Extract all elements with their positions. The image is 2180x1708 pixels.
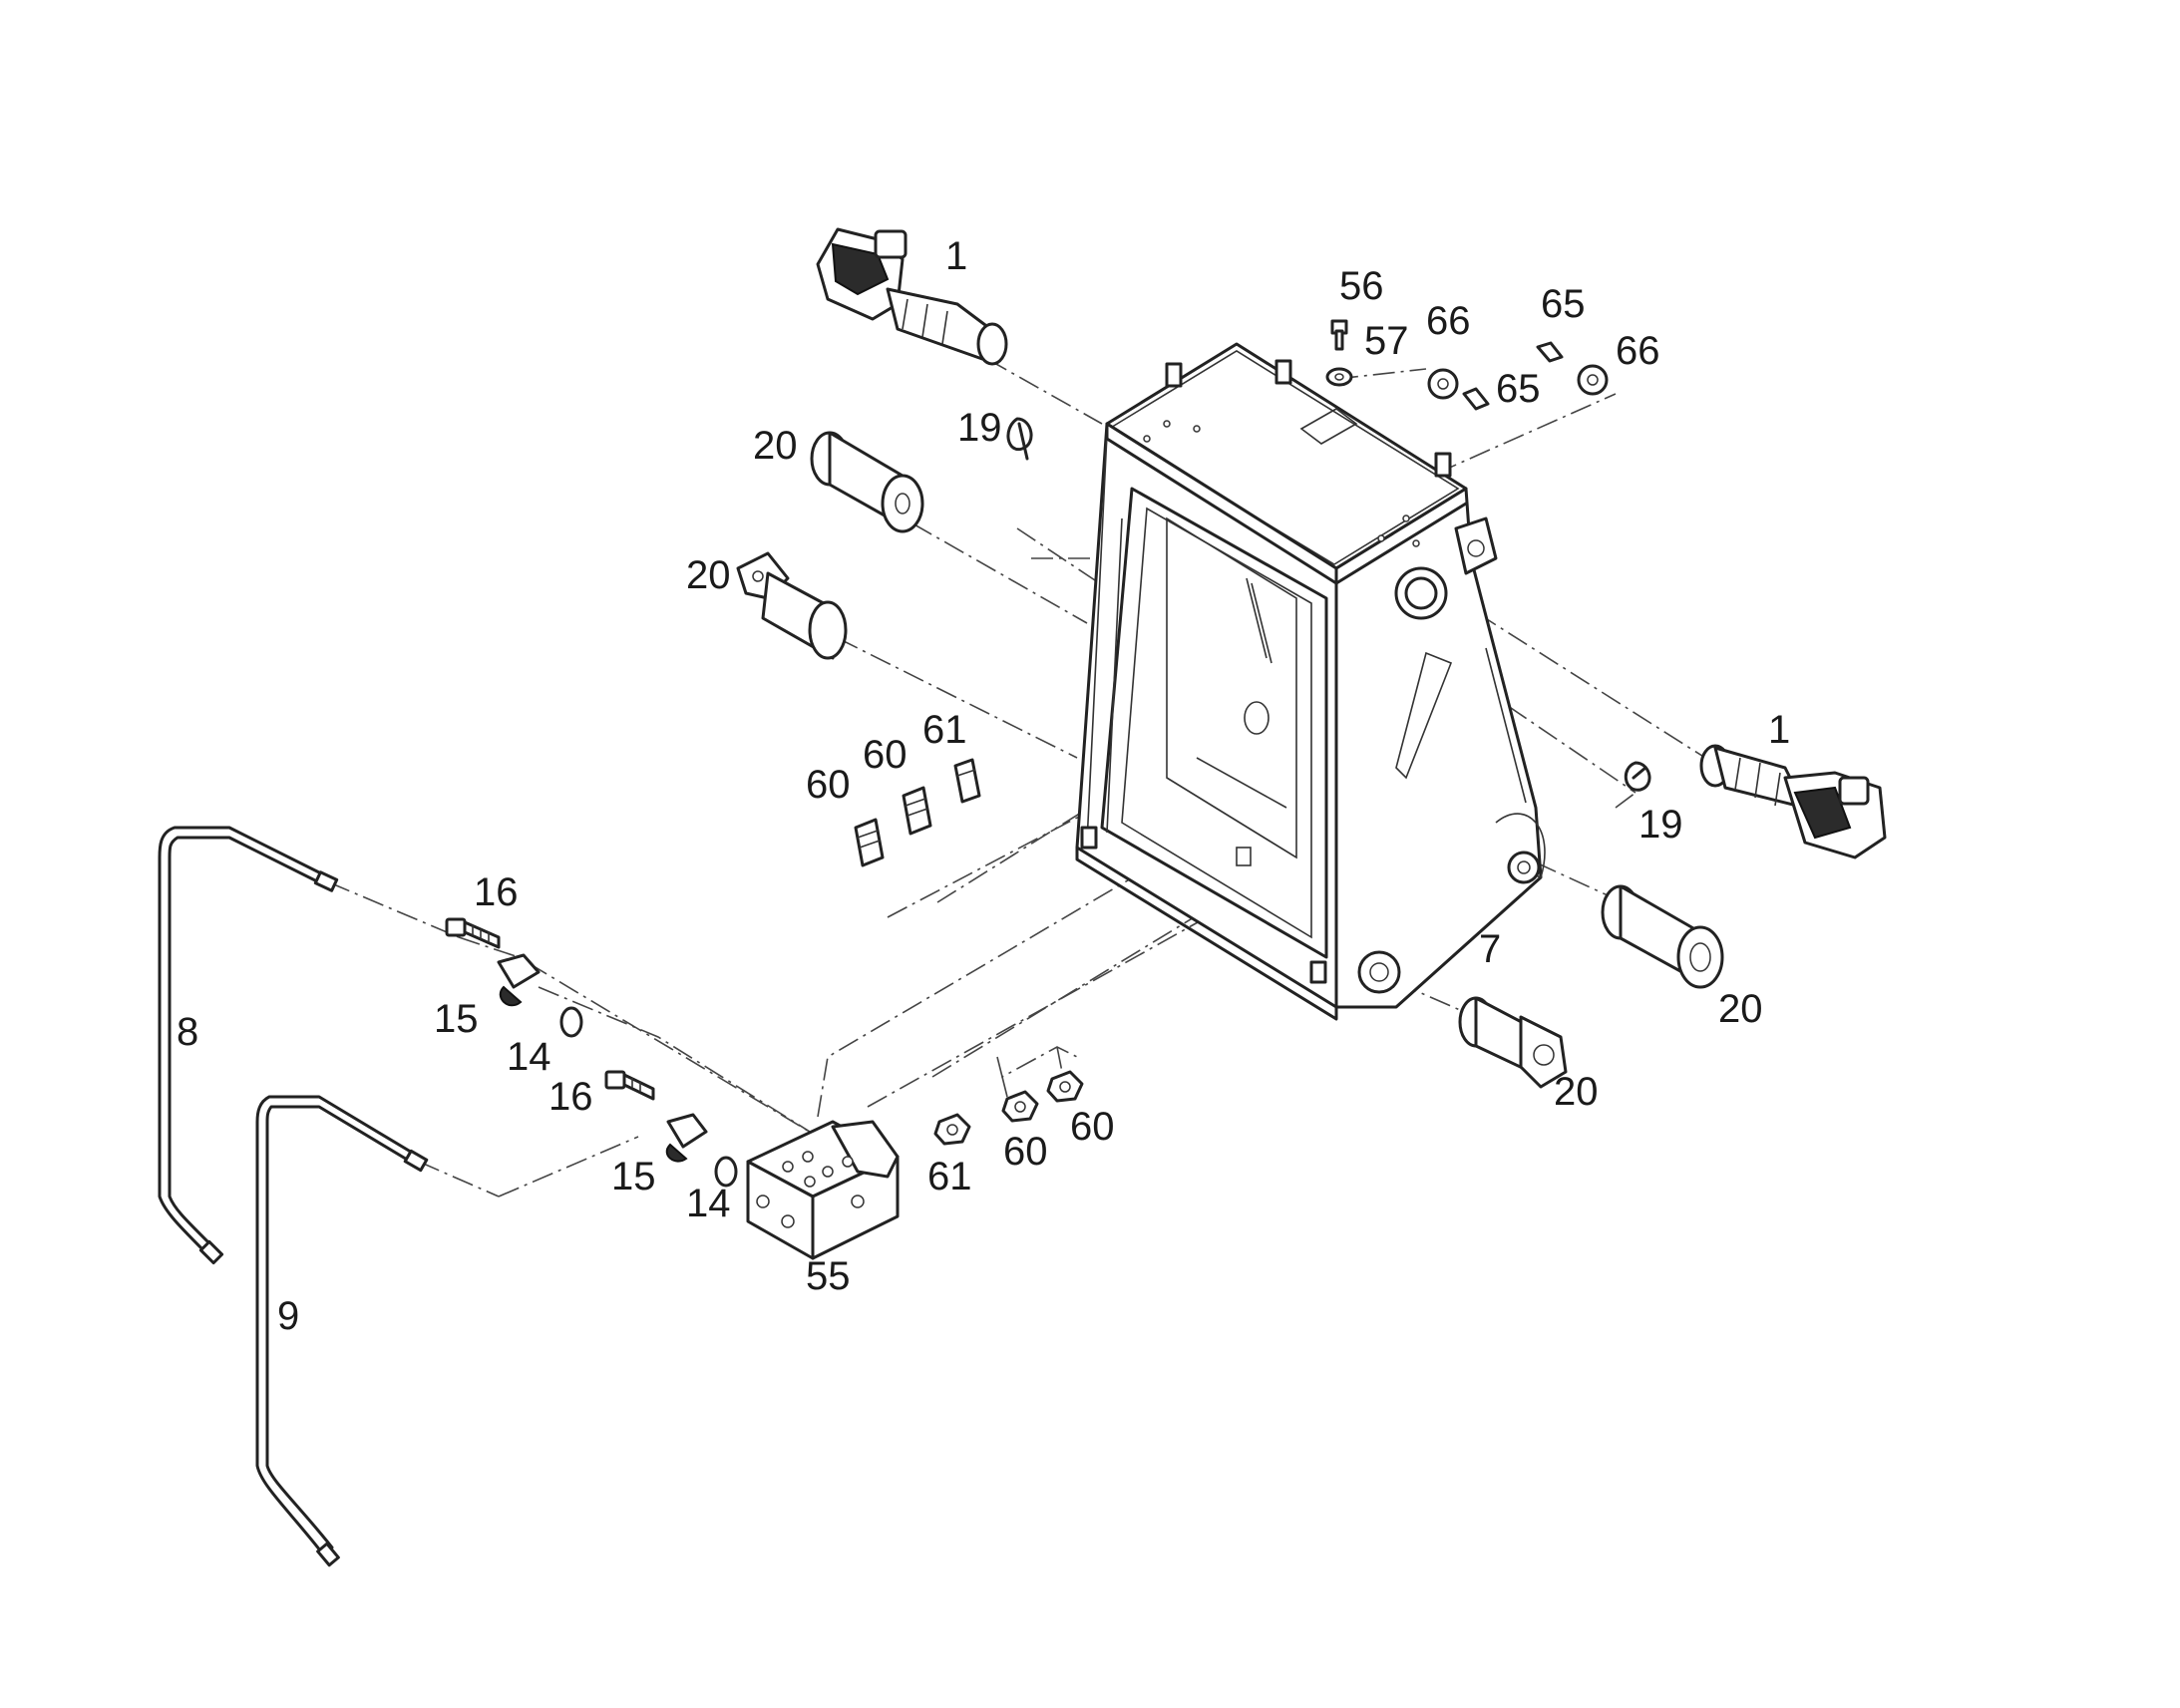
solenoid-valve-lower xyxy=(1699,744,1887,859)
washer-66-right xyxy=(1577,364,1609,396)
callout-14-lower: 14 xyxy=(686,1182,731,1225)
washer-57 xyxy=(1325,367,1353,387)
callout-66-right: 66 xyxy=(1616,329,1660,373)
flange-half-15-upper xyxy=(497,953,541,1007)
nut-60-lower-1 xyxy=(1001,1090,1039,1123)
clip-upper xyxy=(1006,417,1033,461)
callout-60-a: 60 xyxy=(806,763,851,807)
callout-20-d: 20 xyxy=(1554,1070,1599,1114)
callout-1-upper: 1 xyxy=(945,234,967,278)
callout-66-left: 66 xyxy=(1426,299,1471,343)
callout-57: 57 xyxy=(1364,319,1409,363)
callout-55: 55 xyxy=(806,1254,851,1298)
callout-20-b: 20 xyxy=(686,553,731,597)
callout-20-c: 20 xyxy=(1718,987,1763,1031)
callout-65-upper: 65 xyxy=(1541,282,1586,326)
screw-65-right xyxy=(1536,341,1564,363)
o-ring-14-lower xyxy=(714,1156,738,1188)
callout-61-upper: 61 xyxy=(922,708,967,752)
callout-14-upper: 14 xyxy=(507,1035,551,1079)
callout-9: 9 xyxy=(277,1294,299,1338)
fitting-60-upper xyxy=(854,818,885,867)
valve-block xyxy=(746,1120,900,1260)
callout-1-lower: 1 xyxy=(1768,708,1790,752)
callout-56: 56 xyxy=(1339,264,1384,308)
bushing-lower-right-1 xyxy=(1601,884,1724,989)
solenoid-valve-upper xyxy=(816,227,1008,366)
callout-7: 7 xyxy=(1479,927,1501,971)
screw-56 xyxy=(1330,319,1348,351)
callout-60-c: 60 xyxy=(1003,1130,1048,1174)
callout-61-lower: 61 xyxy=(927,1155,972,1198)
callout-8: 8 xyxy=(177,1010,198,1054)
callout-60-b: 60 xyxy=(863,733,908,777)
bushing-mid-left xyxy=(736,551,848,660)
fitting-61-upper xyxy=(953,758,981,804)
callout-19-upper: 19 xyxy=(957,406,1002,450)
bushing-lower-right-2 xyxy=(1458,996,1568,1089)
bolt-16-lower xyxy=(604,1070,655,1101)
callout-15-upper: 15 xyxy=(434,997,479,1041)
callout-16-upper: 16 xyxy=(474,870,519,914)
pipe-9 xyxy=(255,1095,429,1567)
callout-19-lower: 19 xyxy=(1638,803,1683,847)
callout-60-d: 60 xyxy=(1070,1105,1115,1149)
pipe-8 xyxy=(158,826,339,1265)
o-ring-14-upper xyxy=(559,1006,583,1038)
callout-65-lower: 65 xyxy=(1496,367,1541,411)
flange-half-15-lower xyxy=(665,1113,708,1163)
callout-20-a: 20 xyxy=(753,424,798,468)
washer-66-left xyxy=(1427,368,1459,400)
screw-65-left xyxy=(1462,387,1490,411)
main-frame xyxy=(1075,342,1546,1021)
bolt-16-upper xyxy=(445,917,501,949)
fitting-60-upper-2 xyxy=(902,786,932,836)
nut-61-lower xyxy=(933,1113,971,1146)
clip-lower xyxy=(1625,761,1651,792)
callout-labels: 1 1 7 8 9 14 14 15 15 16 16 19 19 20 20 … xyxy=(177,234,1790,1338)
bushing-upper-left xyxy=(810,431,924,533)
callout-16-lower: 16 xyxy=(548,1075,593,1119)
callout-15-lower: 15 xyxy=(611,1155,656,1198)
nut-60-lower-2 xyxy=(1046,1070,1084,1103)
